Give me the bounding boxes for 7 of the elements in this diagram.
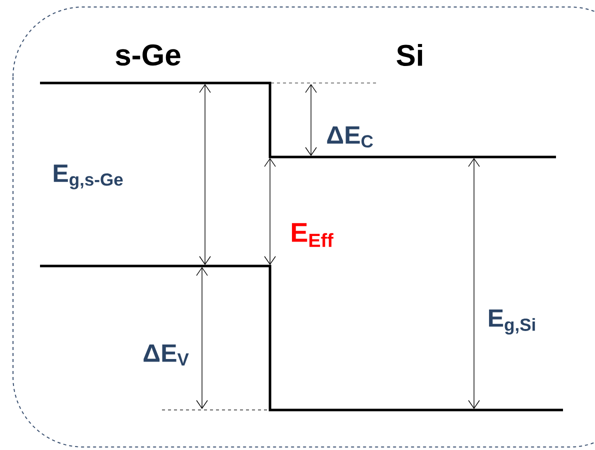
energy-label: E$_{Eff}$ xyxy=(292,223,334,247)
energy-label: ΔE$_{C}$ xyxy=(327,126,373,148)
material-label: s-Ge xyxy=(116,44,180,66)
energy-label: E$_{g,s-Ge}$ xyxy=(54,164,123,190)
material-label: Si xyxy=(396,44,422,66)
energy-label: ΔE$_{V}$ xyxy=(144,344,189,366)
energy-label: E$_{g,Si}$ xyxy=(489,309,535,334)
